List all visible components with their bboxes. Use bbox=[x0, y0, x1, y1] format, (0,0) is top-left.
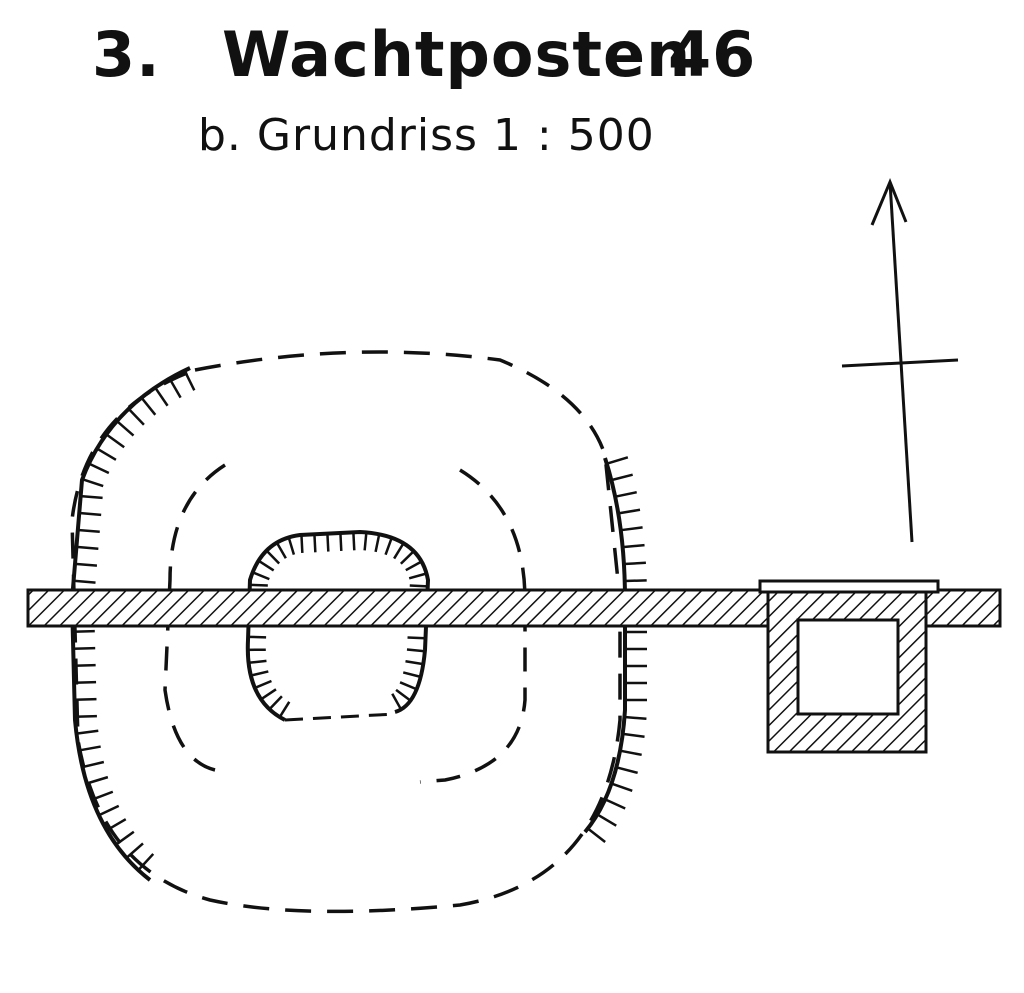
hachure-tick bbox=[391, 693, 403, 711]
hachure-tick bbox=[125, 842, 144, 859]
hachure-tick bbox=[79, 511, 102, 517]
hachure-tick bbox=[287, 537, 296, 556]
middle-rampart-outline bbox=[163, 463, 527, 784]
hachure-tick bbox=[250, 670, 269, 677]
hachure-tick bbox=[619, 749, 642, 757]
hachure-tick bbox=[620, 526, 643, 532]
hachure-tick bbox=[80, 494, 103, 500]
hachure-tick bbox=[257, 559, 275, 572]
hachure-tick bbox=[624, 579, 647, 583]
hachure-tick bbox=[395, 688, 412, 702]
hachure-tick bbox=[352, 532, 356, 551]
inner-platform-dash bbox=[284, 712, 396, 722]
hachure-tick bbox=[82, 760, 105, 769]
hachure-tick bbox=[73, 663, 96, 667]
hachure-tick bbox=[268, 695, 283, 711]
hachure-tick bbox=[98, 804, 120, 817]
tower-top-ledge bbox=[758, 579, 940, 594]
hachure-tick bbox=[88, 462, 110, 475]
hachure-tick bbox=[265, 549, 281, 565]
hachure-tick bbox=[74, 680, 97, 684]
hachure-tick bbox=[622, 543, 645, 549]
hachure-tick bbox=[407, 636, 426, 640]
hachure-tick bbox=[115, 830, 135, 846]
hachure-tick bbox=[409, 584, 428, 588]
hachure-tick bbox=[73, 579, 96, 584]
hachure-tick bbox=[622, 732, 645, 739]
hachure-tick bbox=[339, 532, 343, 552]
hachure-tick bbox=[74, 562, 98, 567]
hachure-tick bbox=[604, 798, 626, 810]
hachure-tick bbox=[405, 660, 424, 666]
hachure-tick bbox=[399, 550, 415, 565]
hachure-tick bbox=[77, 528, 100, 534]
hachure-tick bbox=[254, 679, 272, 690]
hachure-tick bbox=[248, 635, 267, 639]
hachure-tick bbox=[363, 532, 368, 551]
hachure-tick bbox=[393, 542, 405, 560]
hachure-tick bbox=[137, 853, 155, 871]
hachure-tick bbox=[78, 745, 101, 752]
hachure-tick bbox=[399, 681, 418, 691]
hachure-tick bbox=[313, 534, 317, 553]
hachure-tick bbox=[74, 697, 97, 701]
hachure-tick bbox=[587, 827, 606, 844]
hachure-tick bbox=[96, 447, 117, 461]
figure-title: 3. Wachtposten 46 bbox=[0, 18, 1024, 108]
figure-name: Wachtposten bbox=[222, 18, 692, 91]
hachure-tick bbox=[405, 560, 423, 572]
hachure-tick bbox=[140, 396, 157, 416]
hachure-tick bbox=[72, 629, 95, 633]
hachure-tick bbox=[384, 537, 393, 556]
hachure-tick bbox=[402, 671, 421, 679]
hachure-tick bbox=[614, 490, 637, 498]
hachure-tick bbox=[611, 473, 633, 482]
inner-platform-edge bbox=[245, 529, 431, 722]
hachure-tick bbox=[105, 433, 125, 449]
hachure-tick bbox=[618, 508, 641, 515]
hachure-tick bbox=[275, 542, 287, 559]
tower-inner-room bbox=[796, 618, 900, 716]
hachure-tick bbox=[408, 572, 427, 580]
hachure-tick bbox=[300, 534, 304, 553]
hachure-tick bbox=[106, 818, 127, 832]
hachure-tick bbox=[406, 648, 426, 653]
hachure-tick bbox=[81, 478, 104, 488]
north-arrow-icon bbox=[841, 178, 959, 543]
hachure-tick bbox=[252, 571, 270, 581]
hachure-tick bbox=[616, 766, 638, 775]
hachure-tick bbox=[248, 659, 267, 665]
hachure-tick bbox=[183, 370, 196, 391]
outer-mound-outline bbox=[70, 350, 622, 914]
hachure-tick bbox=[76, 729, 99, 735]
hachure-tick bbox=[278, 701, 291, 718]
hachure-tick bbox=[168, 377, 182, 399]
site-number: 46 bbox=[668, 18, 757, 91]
hachure-tick bbox=[623, 561, 646, 566]
hachure-tick bbox=[326, 533, 330, 552]
hachure-tick bbox=[116, 420, 135, 437]
hachure-tick bbox=[74, 714, 97, 718]
hachure-tick bbox=[154, 386, 169, 407]
figure-number: 3. bbox=[92, 18, 161, 91]
hachure-tick bbox=[260, 688, 277, 701]
hachure-tick bbox=[127, 407, 145, 426]
hachure-tick bbox=[624, 715, 647, 721]
hachure-tick bbox=[91, 790, 114, 801]
hachure-tick bbox=[606, 456, 629, 465]
hachure-tick bbox=[596, 813, 617, 827]
hachure-tick bbox=[374, 534, 381, 553]
hachure-tick bbox=[73, 646, 96, 650]
figure-subtitle: b. Grundriss 1 : 500 bbox=[198, 110, 655, 161]
hachure-tick bbox=[611, 782, 633, 792]
hachure-tick bbox=[86, 775, 109, 785]
hachure-tick bbox=[76, 545, 99, 550]
hachure-tick bbox=[249, 583, 268, 587]
